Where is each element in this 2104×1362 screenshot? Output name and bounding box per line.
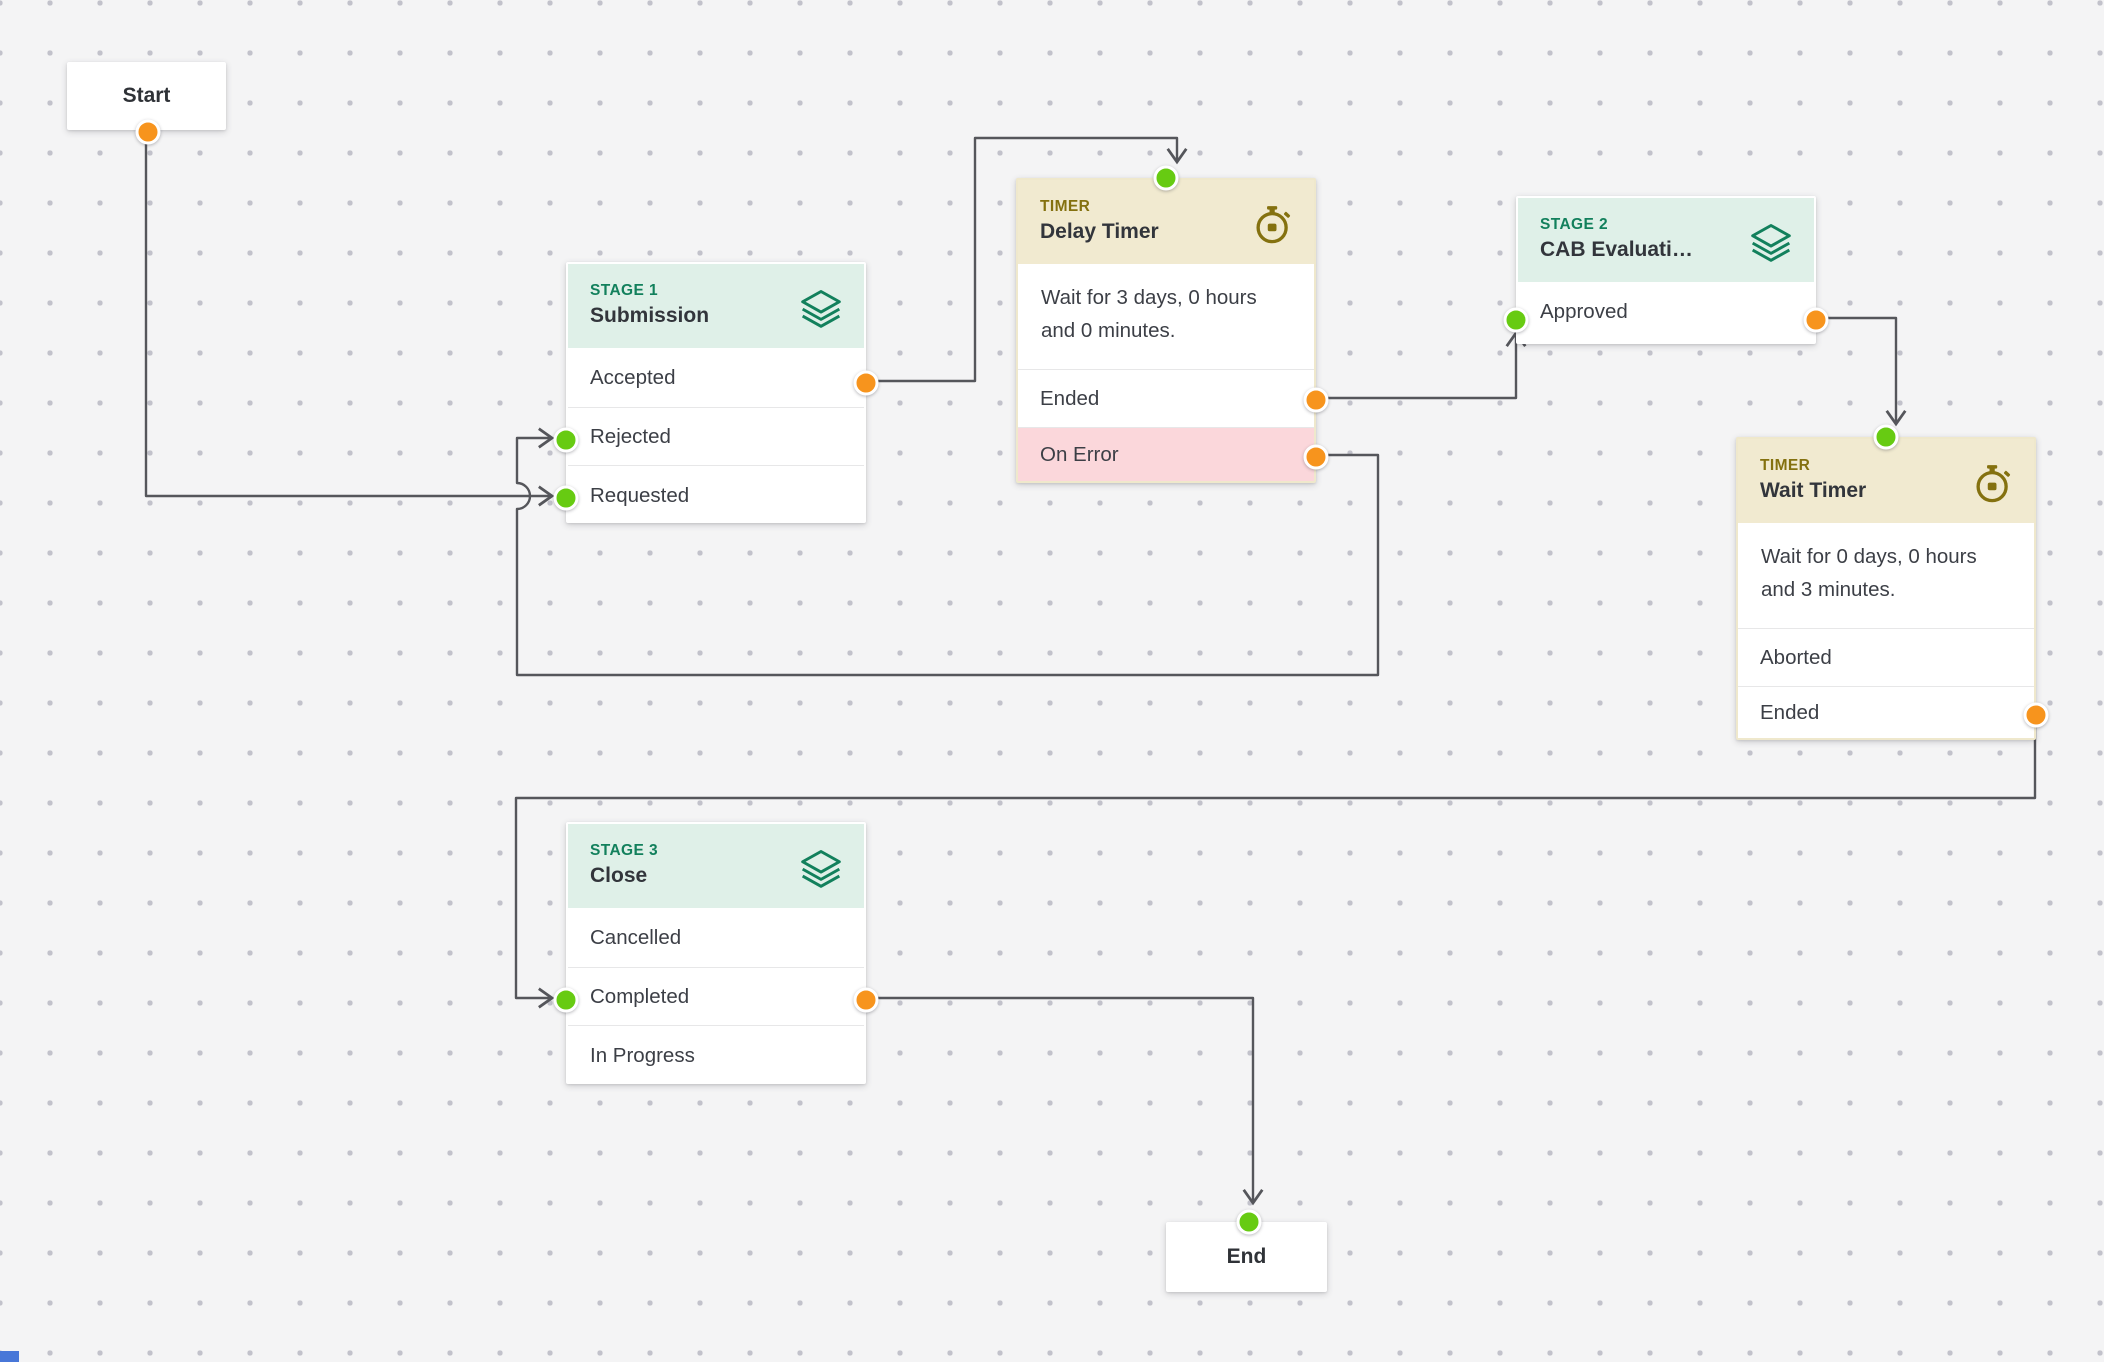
delay-timer-title: Delay Timer <box>1040 220 1159 243</box>
row-label: In Progress <box>590 1044 695 1067</box>
stopwatch-icon <box>1976 465 2011 503</box>
stage2-type-label: STAGE 2 <box>1540 216 1608 233</box>
stage1-accepted-output-port[interactable] <box>853 370 879 396</box>
delay-timer-description: Wait for 3 days, 0 hours and 0 minutes. <box>1018 264 1314 370</box>
delay-timer-onerror-output-port[interactable] <box>1303 444 1329 470</box>
stage1-type-label: STAGE 1 <box>590 282 658 299</box>
wait-timer-node[interactable]: TIMER Wait Timer Wait for 0 days, 0 hour… <box>1736 424 2049 740</box>
edge-accepted-to-delay-timer[interactable] <box>864 136 1188 383</box>
delay-timer-type-label: TIMER <box>1040 198 1091 215</box>
end-node[interactable]: End <box>1166 1209 1327 1292</box>
row-label: On Error <box>1040 442 1119 466</box>
delay-timer-input-port[interactable] <box>1153 165 1179 191</box>
stage2-node[interactable]: STAGE 2 CAB Evaluati… Approved <box>1503 196 1829 344</box>
start-node[interactable]: Start <box>67 62 226 145</box>
start-output-port[interactable] <box>135 119 161 145</box>
edge-completed-to-end[interactable] <box>864 996 1264 1206</box>
wait-timer-type-label: TIMER <box>1760 457 1811 474</box>
row-label: Requested <box>590 483 690 507</box>
wait-timer-description: Wait for 0 days, 0 hours and 3 minutes. <box>1738 523 2034 629</box>
row-label: Cancelled <box>590 925 682 949</box>
wait-timer-row-ended[interactable]: Ended <box>1738 686 2034 738</box>
stage3-completed-input-port[interactable] <box>553 987 579 1013</box>
stage1-row-accepted[interactable]: Accepted <box>568 348 864 407</box>
wait-timer-header: TIMER Wait Timer <box>1738 439 2034 523</box>
stage3-type-label: STAGE 3 <box>590 842 658 859</box>
stage3-row-completed[interactable]: Completed <box>568 967 864 1025</box>
stage1-header: STAGE 1 Submission <box>568 264 864 348</box>
delay-timer-header: TIMER Delay Timer <box>1018 180 1314 264</box>
layers-icon <box>801 850 841 888</box>
stage2-input-port[interactable] <box>1503 307 1529 333</box>
edge-start-to-requested[interactable] <box>144 129 555 507</box>
stage1-requested-input-port[interactable] <box>553 485 579 511</box>
canvas-corner-indicator <box>0 1351 19 1362</box>
stage3-title: Close <box>590 864 648 887</box>
row-label: Accepted <box>590 365 676 389</box>
stage3-header: STAGE 3 Close <box>568 824 864 908</box>
stage3-completed-output-port[interactable] <box>853 987 879 1013</box>
stage2-title: CAB Evaluati… <box>1540 238 1693 261</box>
row-label: Ended <box>1040 386 1100 410</box>
wait-timer-title: Wait Timer <box>1760 479 1867 502</box>
stage3-node[interactable]: STAGE 3 Close Cancelled Completed In Pro… <box>553 822 879 1086</box>
edge-delay-ended-to-stage2[interactable] <box>1313 330 1527 400</box>
end-node-label: End <box>1226 1245 1267 1268</box>
wait-timer-input-port[interactable] <box>1873 424 1899 450</box>
edge-approved-to-wait-timer[interactable] <box>1813 316 1907 427</box>
stage2-header: STAGE 2 CAB Evaluati… <box>1518 198 1814 282</box>
row-label: Ended <box>1760 700 1820 724</box>
edge-delay-onerror-to-rejected[interactable] <box>515 427 1380 677</box>
stage2-row-approved[interactable]: Approved <box>1518 282 1814 342</box>
start-node-label: Start <box>122 84 171 107</box>
edge-wait-ended-to-completed[interactable] <box>514 711 2037 1009</box>
delay-timer-ended-output-port[interactable] <box>1303 387 1329 413</box>
stage1-node[interactable]: STAGE 1 Submission Accepted Rejected Req… <box>553 262 879 525</box>
stage1-row-requested[interactable]: Requested <box>568 465 864 525</box>
row-label: Completed <box>590 984 690 1008</box>
stage2-approved-output-port[interactable] <box>1803 307 1829 333</box>
row-label: Rejected <box>590 424 671 448</box>
row-label: Aborted <box>1760 645 1832 669</box>
delay-timer-node[interactable]: TIMER Delay Timer Wait for 3 days, 0 hou… <box>1016 165 1329 483</box>
wait-timer-row-aborted[interactable]: Aborted <box>1738 629 2034 686</box>
row-label: Approved <box>1540 300 1628 323</box>
stage1-row-rejected[interactable]: Rejected <box>568 407 864 465</box>
delay-timer-row-on-error[interactable]: On Error <box>1018 427 1314 481</box>
stage3-row-in-progress[interactable]: In Progress <box>568 1025 864 1086</box>
stage1-rejected-input-port[interactable] <box>553 427 579 453</box>
stage3-row-cancelled[interactable]: Cancelled <box>568 908 864 967</box>
end-input-port[interactable] <box>1236 1209 1262 1235</box>
layers-icon <box>801 290 841 328</box>
wait-timer-ended-output-port[interactable] <box>2023 702 2049 728</box>
layers-icon <box>1751 224 1791 262</box>
stopwatch-icon <box>1256 206 1291 244</box>
delay-timer-row-ended[interactable]: Ended <box>1018 370 1314 427</box>
stage1-title: Submission <box>590 304 710 327</box>
